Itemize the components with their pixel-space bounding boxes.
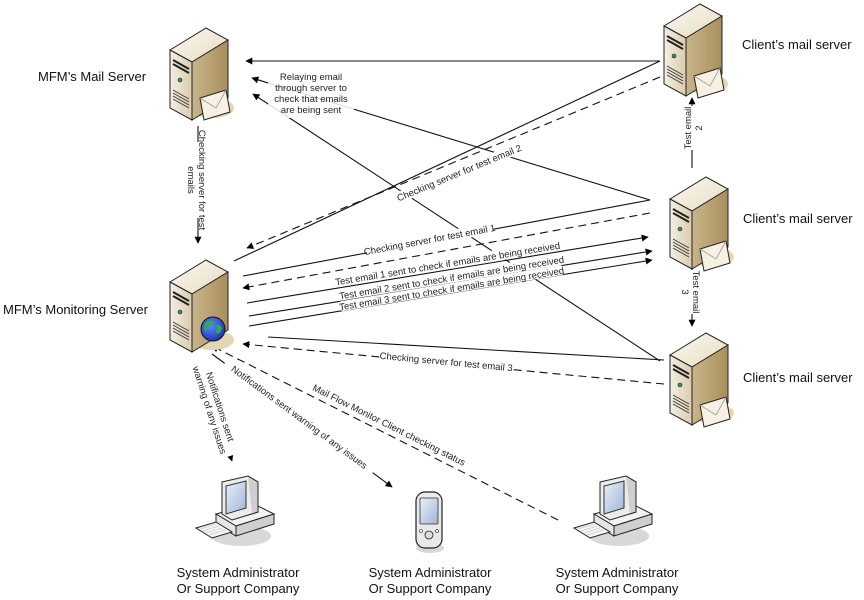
svg-text:Test email: Test email	[690, 271, 701, 314]
label-test-email-3: Test email 3	[679, 270, 701, 314]
label-checking-test-email-3: Checking server for test email 3	[379, 349, 513, 375]
svg-text:2: 2	[694, 125, 705, 130]
pda-icon	[415, 491, 445, 554]
svg-text:3: 3	[679, 289, 690, 294]
edge-client3-relay-to-mail-server	[252, 93, 661, 362]
svg-text:Relaying email: Relaying email	[280, 72, 342, 83]
svg-text:Mail Flow Monitor Client check: Mail Flow Monitor Client checking status	[310, 383, 467, 469]
mail-server-icon	[669, 176, 735, 272]
svg-text:through server to: through server to	[275, 83, 347, 94]
edge-monitoring-to-client1	[233, 60, 661, 262]
node-client-mail-server-3: Client’s mail server	[669, 332, 853, 428]
label-test-email-2: Test email 2	[683, 106, 705, 150]
mail-server-icon	[669, 332, 735, 428]
edge-test-email-1-sent	[246, 234, 649, 304]
label-checking-test-emails: Checking server for test emails	[185, 130, 207, 231]
node-client-mail-server-2: Client’s mail server	[669, 176, 853, 272]
svg-text:Or Support Company: Or Support Company	[177, 581, 300, 596]
svg-text:Client’s mail server: Client’s mail server	[743, 370, 853, 385]
desktop-computer-icon	[195, 475, 275, 547]
svg-text:Or Support Company: Or Support Company	[556, 581, 679, 596]
svg-text:Client’s mail server: Client’s mail server	[742, 37, 852, 52]
svg-text:Notifications sent warning of: Notifications sent warning of any issues	[229, 364, 369, 472]
mail-server-icon	[663, 3, 729, 99]
svg-text:Client’s mail server: Client’s mail server	[743, 211, 853, 226]
node-mfm-mail-server: MFM’s Mail Server	[38, 27, 235, 121]
svg-text:Test email: Test email	[683, 107, 694, 150]
svg-text:System Administrator: System Administrator	[177, 565, 300, 580]
svg-text:Or Support Company: Or Support Company	[369, 581, 492, 596]
edge-checking-test-email-1	[242, 212, 651, 291]
svg-text:are being sent: are being sent	[281, 105, 342, 116]
edge-client3-to-monitoring	[267, 336, 665, 361]
svg-text:Checking server for test: Checking server for test	[196, 130, 207, 231]
web-server-icon	[169, 259, 235, 353]
edge-checking-test-email-2	[246, 76, 661, 249]
svg-text:Checking server for test email: Checking server for test email 2	[396, 143, 524, 204]
svg-text:System Administrator: System Administrator	[369, 565, 492, 580]
node-mfm-monitoring-server: MFM’s Monitoring Server	[3, 259, 235, 353]
svg-text:System Administrator: System Administrator	[556, 565, 679, 580]
node-admin-pc-2: System Administrator Or Support Company	[556, 475, 679, 596]
label-client-checking-status: Mail Flow Monitor Client checking status	[310, 383, 467, 469]
node-admin-pda: System Administrator Or Support Company	[369, 491, 492, 596]
node-admin-pc-1: System Administrator Or Support Company	[177, 475, 300, 596]
mail-server-icon	[169, 27, 235, 121]
svg-text:check that emails: check that emails	[274, 94, 348, 105]
label-checking-test-email-2: Checking server for test email 2	[396, 143, 524, 204]
desktop-computer-icon	[573, 475, 653, 547]
svg-text:Checking server for test email: Checking server for test email 3	[379, 351, 513, 375]
node-client-mail-server-1: Client’s mail server	[663, 3, 852, 99]
relay-note: Relaying email through server to check t…	[268, 70, 354, 118]
svg-text:MFM’s Mail Server: MFM’s Mail Server	[38, 69, 147, 84]
svg-text:emails: emails	[185, 166, 196, 194]
svg-text:MFM’s Monitoring Server: MFM’s Monitoring Server	[3, 302, 149, 317]
